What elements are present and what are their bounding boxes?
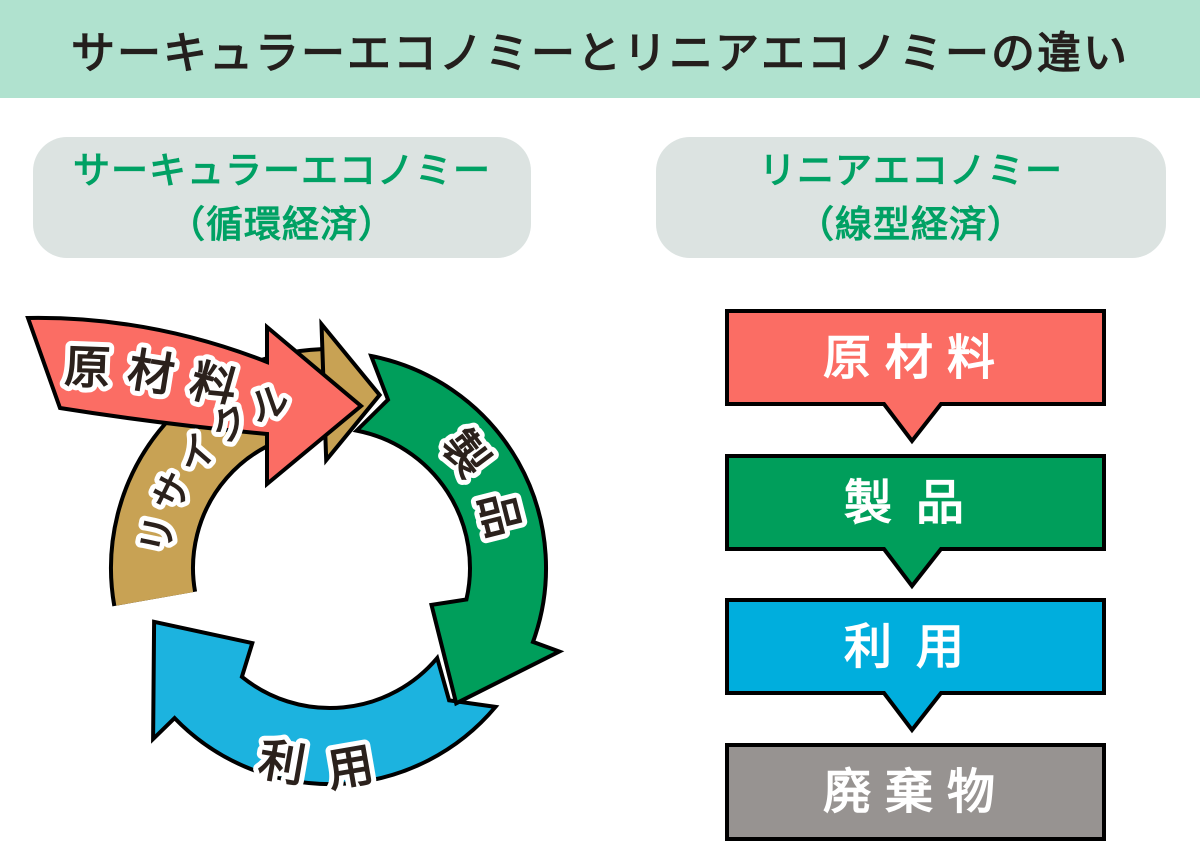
- linear-economy-heading-line2: （線型経済）: [797, 203, 1025, 245]
- page-title: サーキュラーエコノミーとリニアエコノミーの違い: [71, 29, 1129, 78]
- step-box-product: [725, 454, 1106, 590]
- linear-economy-heading: リニアエコノミー （線型経済）: [656, 137, 1166, 258]
- raw-materials-arrow-icon: [25, 315, 365, 489]
- step-label-use: 利用: [844, 621, 988, 674]
- step-label-raw-materials: 原材料: [823, 332, 1009, 385]
- product-arrow-icon: [352, 353, 565, 707]
- linear-economy-heading-line1: リニアエコノミー: [759, 149, 1063, 191]
- step-box-use: [725, 598, 1106, 734]
- title-banner: サーキュラーエコノミーとリニアエコノミーの違い: [0, 0, 1200, 98]
- circular-cycle-diagram: 原材料 リサイクル 製品 利用: [25, 315, 565, 802]
- step-label-product: 製品: [844, 477, 988, 530]
- step-label-waste: 廃棄物: [823, 766, 1009, 819]
- use-arrow-icon: [151, 619, 500, 787]
- circular-economy-heading: サーキュラーエコノミー （循環経済）: [33, 137, 531, 258]
- circular-economy-heading-line1: サーキュラーエコノミー: [73, 149, 491, 191]
- circular-economy-heading-line2: （循環経済）: [168, 203, 396, 245]
- step-box-waste: [725, 743, 1106, 841]
- linear-flow-diagram: 原材料 製品 利用 廃棄物: [725, 309, 1106, 841]
- step-box-raw-materials: [725, 309, 1106, 445]
